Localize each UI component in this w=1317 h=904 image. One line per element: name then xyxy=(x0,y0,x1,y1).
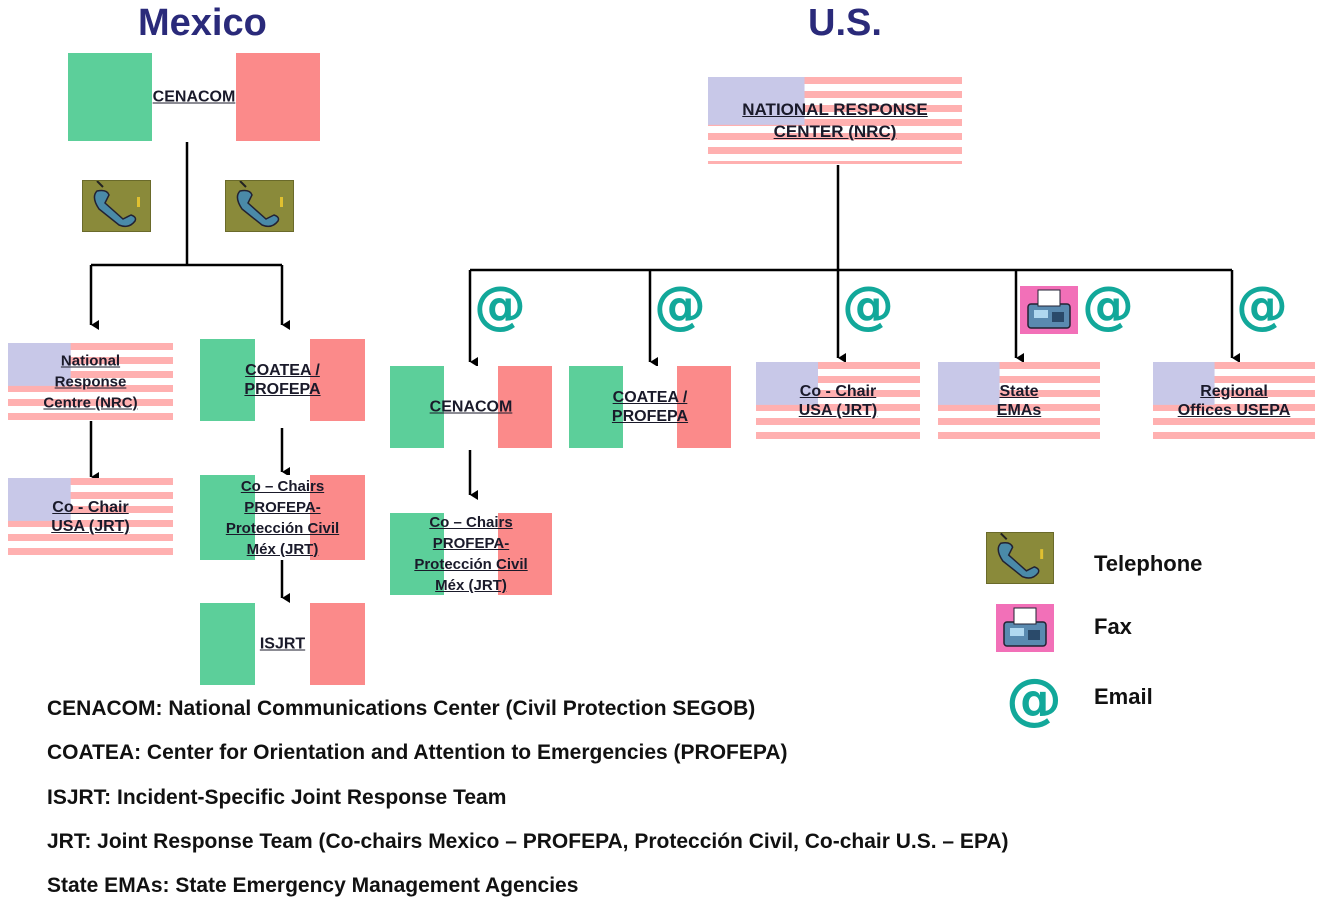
us-coatea-label: COATEA / PROFEPA xyxy=(611,389,689,425)
us-cenacom-label: CENACOM xyxy=(429,398,513,416)
email-icon: @ xyxy=(1236,276,1288,336)
legend-email: Email xyxy=(1094,684,1153,709)
us-coatea-box: COATEA / PROFEPA xyxy=(569,366,731,448)
mx-nrc-box: National Response Centre (NRC) xyxy=(8,343,173,421)
mx-coatea-label: COATEA / PROFEPA xyxy=(244,362,321,398)
us-cenacom-box: CENACOM xyxy=(390,366,552,448)
cenacom-top-box: CENACOM xyxy=(68,53,320,141)
us-title: U.S. xyxy=(808,2,882,44)
mx-cochairs-label: Co – Chairs PROFEPA- Protección Civil Mé… xyxy=(225,477,340,558)
glossary-item: CENACOM: National Communications Center … xyxy=(47,697,756,720)
us-regional-label: Regional Offices USEPA xyxy=(1177,383,1291,419)
us-state-emas-box: State EMAs xyxy=(938,362,1100,440)
telephone-icon xyxy=(82,180,151,232)
mx-nrc-label: National Response Centre (NRC) xyxy=(43,352,138,412)
mexico-title: Mexico xyxy=(138,2,267,44)
fax-icon xyxy=(1020,286,1078,334)
us-cochair-box: Co - Chair USA (JRT) xyxy=(756,362,920,440)
us-cochairs-box: Co – Chairs PROFEPA- Protección Civil Mé… xyxy=(390,513,552,595)
us-cochair-label: Co - Chair USA (JRT) xyxy=(798,383,878,419)
email-icon: @ xyxy=(1006,667,1062,732)
us-state-emas-label: State EMAs xyxy=(996,383,1042,419)
us-regional-box: Regional Offices USEPA xyxy=(1153,362,1315,440)
email-icon: @ xyxy=(474,276,526,336)
mx-cochair-usa-label: Co - Chair USA (JRT) xyxy=(51,499,130,535)
us-cochairs-label: Co – Chairs PROFEPA- Protección Civil Mé… xyxy=(414,514,528,594)
glossary-item: COATEA: Center for Orientation and Atten… xyxy=(47,741,788,764)
telephone-icon xyxy=(986,532,1054,584)
legend-telephone: Telephone xyxy=(1094,551,1203,576)
nrc-top-box: NATIONAL RESPONSE CENTER (NRC) xyxy=(708,77,962,164)
mx-cochairs-box: Co – Chairs PROFEPA- Protección Civil Mé… xyxy=(200,475,365,560)
mx-isjrt-box: ISJRT xyxy=(200,603,365,685)
mx-coatea-box: COATEA / PROFEPA xyxy=(200,339,365,421)
telephone-icon xyxy=(225,180,294,232)
legend-fax: Fax xyxy=(1094,614,1132,639)
glossary-item: State EMAs: State Emergency Management A… xyxy=(47,874,579,897)
email-icon: @ xyxy=(842,276,894,336)
glossary-item: JRT: Joint Response Team (Co-chairs Mexi… xyxy=(47,830,1009,853)
glossary-item: ISJRT: Incident-Specific Joint Response … xyxy=(47,786,507,809)
cenacom-top-label: CENACOM xyxy=(152,88,236,106)
fax-icon xyxy=(996,604,1054,652)
nrc-top-label: NATIONAL RESPONSE CENTER (NRC) xyxy=(742,99,928,141)
mx-isjrt-label: ISJRT xyxy=(259,635,306,653)
email-icon: @ xyxy=(1082,276,1134,336)
mx-cochair-usa-box: Co - Chair USA (JRT) xyxy=(8,478,173,556)
email-icon: @ xyxy=(654,276,706,336)
